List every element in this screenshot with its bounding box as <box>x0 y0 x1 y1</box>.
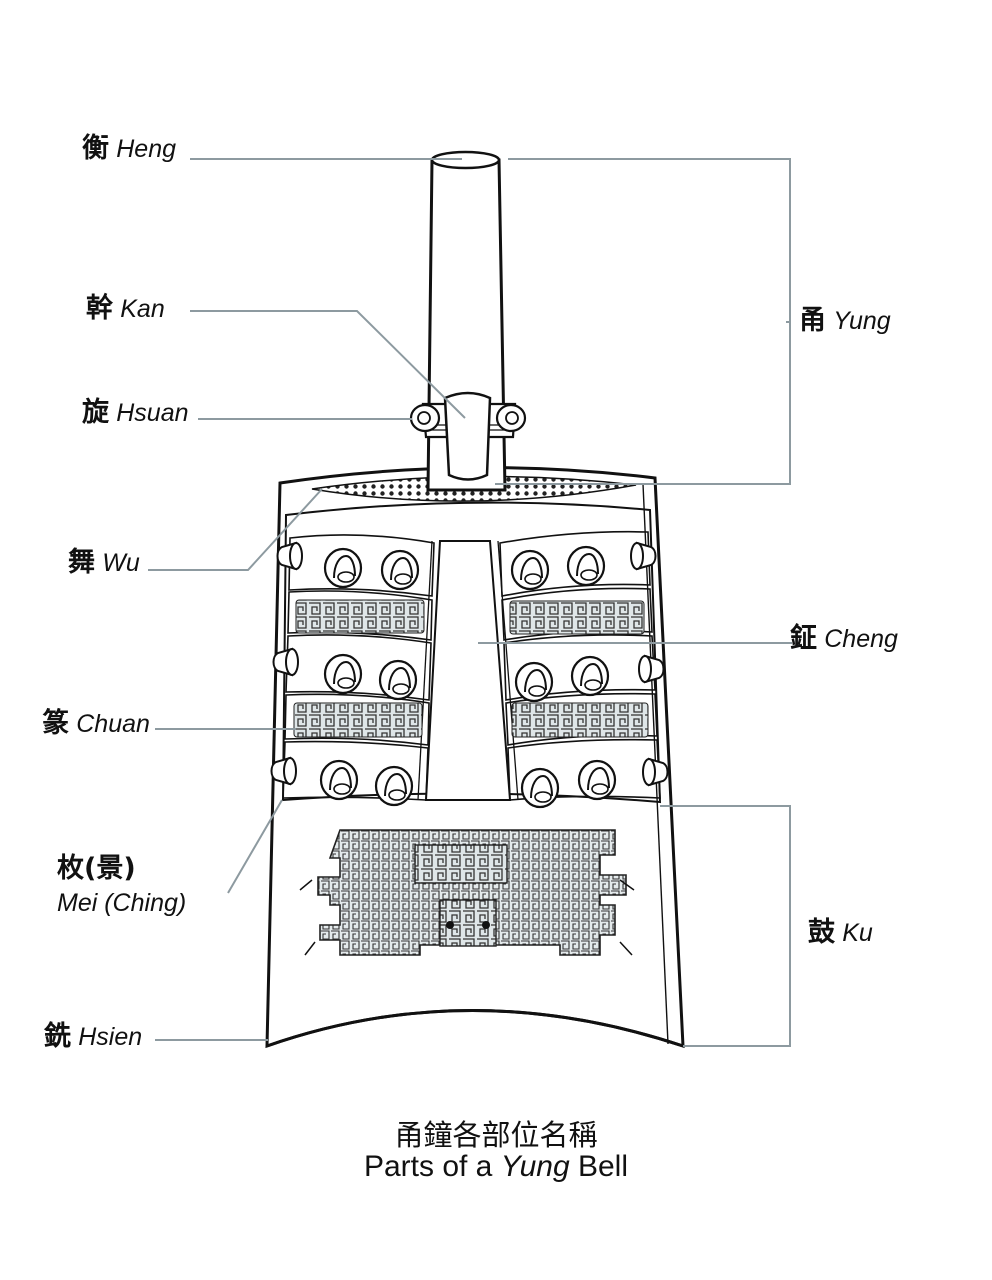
ku-decoration <box>299 829 635 956</box>
caption-en-after: Bell <box>569 1150 629 1183</box>
label-wu: 舞 Wu <box>68 547 140 578</box>
label-yung-zh: 甬 <box>799 305 826 336</box>
label-ku-en: Ku <box>842 919 873 947</box>
caption-chinese: 甬鐘各部位名稱 <box>394 1118 598 1152</box>
label-ku: 鼓 Ku <box>808 917 873 948</box>
label-mei-zh: 枚(景) <box>57 853 136 884</box>
caption-en-before: Parts of a <box>363 1150 501 1183</box>
label-mei-en: Mei (Ching) <box>57 889 187 917</box>
label-hsuan: 旋 Hsuan <box>82 397 189 428</box>
label-yung-en: Yung <box>833 307 891 335</box>
label-mei: 枚(景) Mei (Ching) <box>57 852 186 920</box>
label-chuan-en: Chuan <box>76 710 150 738</box>
label-wu-en: Wu <box>102 549 140 577</box>
caption-en-italic: Yung <box>500 1150 570 1183</box>
label-chuan-zh: 篆 <box>42 708 69 739</box>
leader-lines <box>148 158 792 1047</box>
caption-english: Parts of a Yung Bell <box>0 1150 992 1184</box>
label-hsuan-en: Hsuan <box>116 399 189 427</box>
kan-loop <box>443 391 492 481</box>
label-hsuan-zh: 旋 <box>82 397 109 428</box>
label-cheng-en: Cheng <box>824 625 898 653</box>
hsuan-ring <box>409 391 527 481</box>
label-kan: 幹 Kan <box>86 293 165 324</box>
label-hsien-zh: 銑 <box>44 1021 71 1052</box>
label-cheng: 鉦 Cheng <box>790 623 898 654</box>
label-wu-zh: 舞 <box>68 547 95 578</box>
chuan-band <box>293 599 649 738</box>
label-yung: 甬 Yung <box>799 305 891 336</box>
label-heng: 衡 Heng <box>82 133 176 164</box>
label-hsien: 銑 Hsien <box>44 1021 142 1052</box>
label-hsien-en: Hsien <box>78 1023 143 1051</box>
label-cheng-zh: 鉦 <box>790 623 817 654</box>
label-chuan: 篆 Chuan <box>42 708 150 739</box>
label-heng-zh: 衡 <box>82 133 109 164</box>
label-ku-zh: 鼓 <box>808 917 835 948</box>
bell-drawing <box>265 150 685 1049</box>
label-heng-en: Heng <box>116 135 176 163</box>
label-kan-zh: 幹 <box>86 293 113 324</box>
label-kan-en: Kan <box>120 295 165 323</box>
